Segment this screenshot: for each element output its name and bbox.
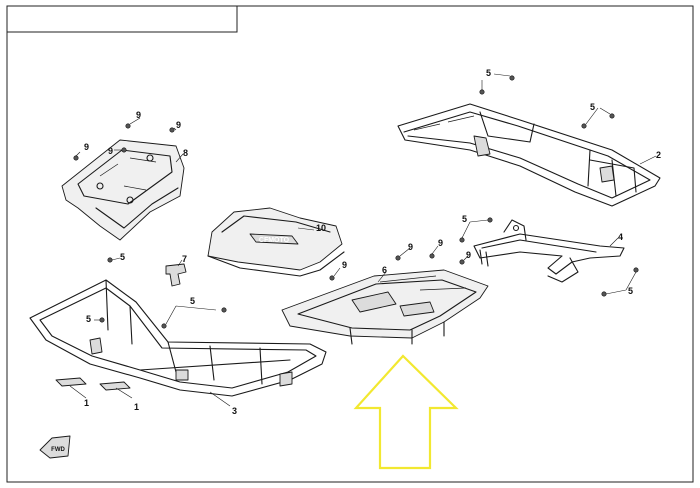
callout-5: 5 [462,214,467,224]
rack-support-bracket [473,219,625,283]
forward-arrow [353,354,459,470]
callout-1: 1 [84,398,89,408]
callout-labels: 5 5 2 9 9 9 9 8 10 7 5 5 5 9 6 9 9 9 5 4… [84,68,661,416]
callout-9: 9 [84,142,89,152]
callout-5: 5 [86,314,91,324]
callout-5: 5 [590,102,595,112]
callout-9: 9 [108,146,113,156]
leader-lines [69,73,657,407]
callout-2: 2 [656,150,661,160]
svg-text:CFMOTO: CFMOTO [259,237,290,244]
callout-3: 3 [232,406,237,416]
drawing-border [6,5,694,483]
front-rack-panel [281,269,489,345]
callout-1: 1 [134,402,139,412]
reflector-left [55,377,87,387]
callout-9: 9 [176,120,181,130]
rear-cover [61,139,185,241]
callout-5: 5 [486,68,491,78]
callout-8: 8 [183,148,188,158]
fasteners [73,75,639,329]
small-bracket [165,263,187,287]
callout-10: 10 [316,223,326,233]
title-block [6,5,238,33]
rear-rack-frame [397,103,661,207]
callout-9: 9 [466,250,471,260]
reflector-right [99,381,131,391]
callout-4: 4 [618,232,623,242]
callout-9: 9 [136,110,141,120]
front-cover-logo: CFMOTO [249,233,299,245]
callout-5: 5 [628,286,633,296]
callout-7: 7 [182,254,187,264]
svg-text:FWD: FWD [51,447,65,453]
fwd-direction-badge: FWD [39,435,71,459]
callout-5: 5 [190,296,195,306]
callout-9: 9 [342,260,347,270]
front-rack-frame [29,279,327,397]
callout-9: 9 [438,238,443,248]
front-cover: CFMOTO [207,207,345,277]
callout-5: 5 [120,252,125,262]
callout-9: 9 [408,242,413,252]
callout-6: 6 [382,265,387,275]
